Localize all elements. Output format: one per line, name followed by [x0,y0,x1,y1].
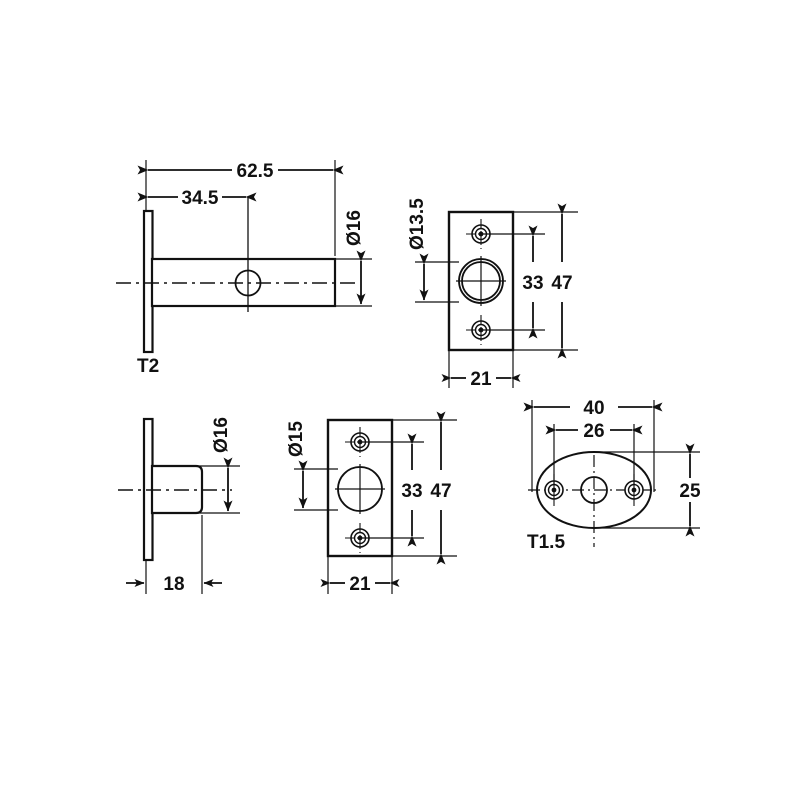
dim-label-62-5: 62.5 [237,161,274,182]
dim-label-33: 33 [522,273,543,294]
dim-label-d16-bottom: Ø16 [211,417,232,453]
view-bottom-left-side: Ø16 18 [118,417,240,595]
dim-label-d135: Ø13.5 [407,198,428,250]
dim-label-d16-top: Ø16 [344,210,365,246]
dim-label-d15: Ø15 [286,421,307,457]
view-top-left-side: 62.5 34.5 Ø16 T2 [116,160,372,377]
view-bottom-middle-face: Ø15 33 47 21 [286,411,457,595]
dim-label-21-bottom: 21 [349,574,371,595]
view-bottom-right-oval: 40 26 25 T1.5 [523,398,701,553]
dim-label-34-5: 34.5 [182,188,219,209]
label-t1-5: T1.5 [527,532,565,553]
dim-label-26: 26 [583,421,604,442]
dim-label-33-bottom: 33 [401,481,422,502]
dim-label-21-top: 21 [470,369,492,390]
dim-label-40: 40 [583,398,604,419]
dim-label-47: 47 [551,273,572,294]
dim-label-47-bottom: 47 [430,481,451,502]
dim-label-25: 25 [679,481,701,502]
label-t2: T2 [137,356,159,377]
view-top-right-face: Ø13.5 33 47 21 [407,198,578,390]
dim-label-18: 18 [163,574,184,595]
